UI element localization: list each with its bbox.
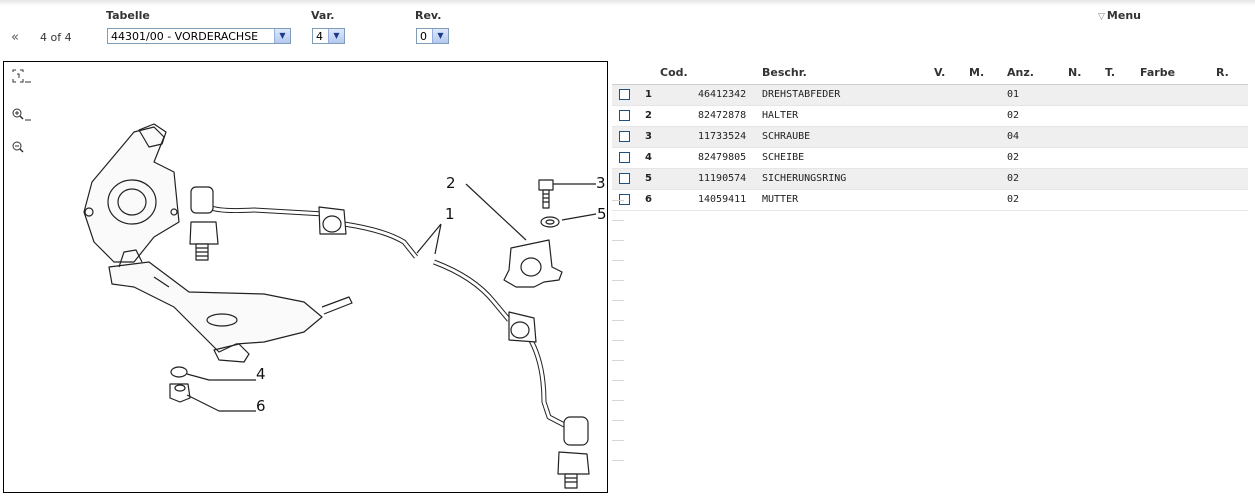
- fit-icon[interactable]: [11, 69, 35, 85]
- row-position: 6: [645, 194, 652, 205]
- col-beschr[interactable]: Beschr.: [762, 66, 807, 79]
- row-quantity: 02: [1007, 194, 1020, 205]
- row-description: MUTTER: [762, 194, 799, 205]
- callout-4[interactable]: 4: [256, 365, 266, 383]
- exploded-view-drawing: 1 2 3 4 5 6: [83, 123, 607, 489]
- row-position: 4: [645, 152, 652, 163]
- var-label: Var.: [311, 9, 335, 22]
- callout-1[interactable]: 1: [445, 205, 455, 223]
- row-checkbox[interactable]: [619, 110, 630, 121]
- row-checkbox[interactable]: [619, 152, 630, 163]
- empty-row-markers: [612, 200, 624, 480]
- row-quantity: 02: [1007, 173, 1020, 184]
- rev-label: Rev.: [415, 9, 442, 22]
- chevron-down-icon[interactable]: ▼: [328, 29, 344, 43]
- table-row[interactable]: 4 82479805 SCHEIBE 02: [612, 148, 1248, 169]
- rev-select[interactable]: 0 ▼: [416, 28, 449, 44]
- zoom-out-icon[interactable]: [11, 140, 35, 156]
- row-description: HALTER: [762, 110, 799, 121]
- row-description: DREHSTABFEDER: [762, 89, 841, 100]
- var-select-value: 4: [316, 30, 323, 43]
- col-n[interactable]: N.: [1068, 66, 1082, 79]
- row-description: SICHERUNGSRING: [762, 173, 847, 184]
- row-code: 46412342: [698, 89, 747, 100]
- table-header: Cod. Beschr. V. M. Anz. N. T. Farbe R.: [612, 62, 1248, 85]
- row-description: SCHEIBE: [762, 152, 805, 163]
- col-r[interactable]: R.: [1216, 66, 1229, 79]
- row-checkbox[interactable]: [619, 89, 630, 100]
- menu-button[interactable]: ▽Menu: [1098, 9, 1141, 22]
- tabelle-select[interactable]: 44301/00 - VORDERACHSE ▼: [107, 28, 291, 44]
- row-position: 2: [645, 110, 652, 121]
- tabelle-label: Tabelle: [106, 9, 150, 22]
- callout-3[interactable]: 3: [596, 174, 606, 192]
- row-quantity: 04: [1007, 131, 1020, 142]
- parts-table: Cod. Beschr. V. M. Anz. N. T. Farbe R. 1…: [612, 62, 1248, 211]
- var-select[interactable]: 4 ▼: [312, 28, 345, 44]
- page-counter: 4 of 4: [40, 31, 72, 44]
- table-row[interactable]: 1 46412342 DREHSTABFEDER 01: [612, 85, 1248, 106]
- zoom-in-icon[interactable]: [11, 107, 35, 123]
- table-row[interactable]: 5 11190574 SICHERUNGSRING 02: [612, 169, 1248, 190]
- rev-select-value: 0: [420, 30, 427, 43]
- row-position: 5: [645, 173, 652, 184]
- back-icon[interactable]: «: [11, 30, 19, 45]
- row-checkbox[interactable]: [619, 131, 630, 142]
- table-row[interactable]: 2 82472878 HALTER 02: [612, 106, 1248, 127]
- row-checkbox[interactable]: [619, 173, 630, 184]
- parts-diagram[interactable]: 1 2 3 4 5 6: [3, 61, 608, 493]
- col-cod[interactable]: Cod.: [660, 66, 688, 79]
- col-anz[interactable]: Anz.: [1007, 66, 1034, 79]
- col-t[interactable]: T.: [1105, 66, 1116, 79]
- chevron-down-icon[interactable]: ▼: [274, 29, 290, 43]
- row-code: 11190574: [698, 173, 747, 184]
- row-position: 3: [645, 131, 652, 142]
- row-code: 11733524: [698, 131, 747, 142]
- callout-5[interactable]: 5: [597, 205, 607, 223]
- row-code: 14059411: [698, 194, 747, 205]
- callout-6[interactable]: 6: [256, 397, 266, 415]
- row-code: 82479805: [698, 152, 747, 163]
- row-quantity: 02: [1007, 152, 1020, 163]
- row-code: 82472878: [698, 110, 747, 121]
- tabelle-select-value: 44301/00 - VORDERACHSE: [111, 30, 259, 43]
- row-checkbox[interactable]: [619, 194, 630, 205]
- menu-label: Menu: [1106, 9, 1141, 22]
- row-quantity: 02: [1007, 110, 1020, 121]
- col-farbe[interactable]: Farbe: [1140, 66, 1176, 79]
- row-position: 1: [645, 89, 652, 100]
- table-row[interactable]: 3 11733524 SCHRAUBE 04: [612, 127, 1248, 148]
- callout-2[interactable]: 2: [446, 174, 456, 192]
- row-description: SCHRAUBE: [762, 131, 811, 142]
- chevron-down-icon[interactable]: ▼: [432, 29, 448, 43]
- row-quantity: 01: [1007, 89, 1020, 100]
- table-row[interactable]: 6 14059411 MUTTER 02: [612, 190, 1248, 211]
- col-v[interactable]: V.: [934, 66, 946, 79]
- col-m[interactable]: M.: [969, 66, 985, 79]
- triangle-down-icon: ▽: [1098, 12, 1105, 22]
